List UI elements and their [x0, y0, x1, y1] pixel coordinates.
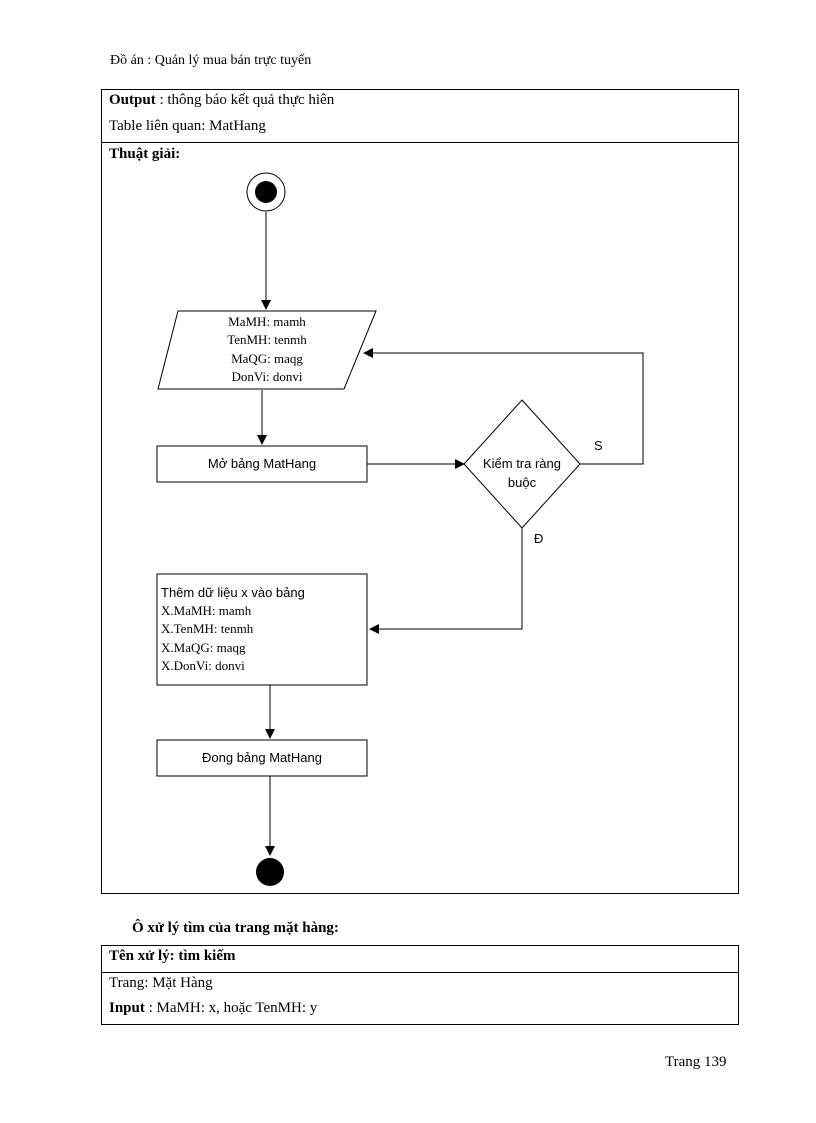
insert-title: Thêm dữ liệu x vào bảng — [161, 585, 305, 600]
input-line-4: DonVi: donvi — [231, 369, 302, 384]
insert-line-3: X.MaQG: maqg — [161, 640, 246, 655]
open-table-label: Mở bảng MatHang — [208, 456, 316, 471]
insert-line-4: X.DonVi: donvi — [161, 658, 245, 673]
input-text: : MaMH: x, hoặc TenMH: y — [144, 1000, 318, 1016]
decision-line-1: Kiểm tra ràng — [483, 456, 561, 471]
output-text: : thông báo kết quả thực hiên — [155, 92, 335, 108]
close-table-label: Đong bảng MatHang — [202, 750, 322, 765]
name-row: Tên xử lý: tìm kiếm — [102, 946, 738, 973]
start-node — [246, 172, 286, 212]
page-number: Trang 139 — [665, 1054, 727, 1070]
output-label: Output — [109, 92, 156, 108]
output-line: Output : thông báo kết quả thực hiên — [109, 92, 334, 109]
algorithm-table: Output : thông báo kết quả thực hiên Tab… — [101, 89, 739, 894]
decision-line-2: buộc — [508, 475, 537, 490]
page-line: Trang: Mặt Hàng — [109, 975, 213, 991]
end-node — [256, 858, 284, 886]
arrow-false-loop — [363, 348, 644, 465]
insert-line-1: X.MaMH: mamh — [161, 603, 252, 618]
flowchart: MaMH: mamh TenMH: tenmh MaQG: maqg DonVi… — [156, 172, 644, 886]
close-table-box — [156, 739, 368, 777]
input-line-1: MaMH: mamh — [228, 314, 306, 329]
false-label: S — [594, 438, 603, 453]
input-line-2: TenMH: tenmh — [227, 332, 307, 347]
name-line: Tên xử lý: tìm kiếm — [109, 948, 236, 964]
search-table: Tên xử lý: tìm kiếm Trang: Mặt Hàng Inpu… — [101, 945, 739, 1025]
insert-box — [156, 573, 368, 686]
input-label: Input — [109, 1000, 145, 1016]
output-row: Output : thông báo kết quả thực hiên Tab… — [102, 90, 738, 143]
section-title: Ô xử lý tìm của trang mặt hàng: — [132, 920, 339, 936]
algorithm-label: Thuật giải: — [109, 146, 181, 162]
document-header: Đồ án : Quản lý mua bán trực tuyến — [110, 53, 312, 68]
insert-line-2: X.TenMH: tenmh — [161, 621, 254, 636]
true-label: Đ — [534, 531, 543, 546]
arrow-true-branch — [369, 528, 523, 634]
input-line-3: MaQG: maqg — [231, 351, 303, 366]
table-related-line: Table liên quan: MatHang — [109, 118, 266, 134]
input-parallelogram — [157, 310, 377, 390]
input-line: Input : MaMH: x, hoặc TenMH: y — [109, 1000, 317, 1017]
